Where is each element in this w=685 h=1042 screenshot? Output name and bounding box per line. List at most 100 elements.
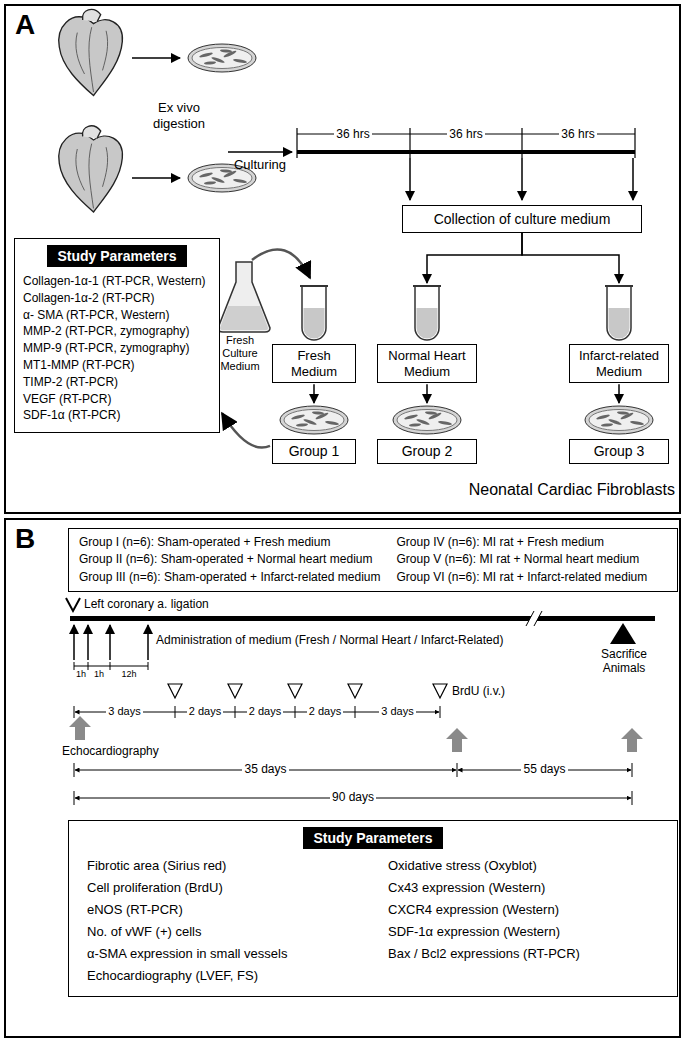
text-label: 2 days [307,705,343,718]
label-box: Group 1 [272,439,356,464]
label-slot: Ex vivo digestion [136,100,222,131]
text-label: 36 hrs [447,127,484,141]
label-slot: 35 days [236,762,296,776]
panel-letter: A [15,9,35,41]
label-slot: 90 days [323,790,383,804]
parameter-box: Study ParametersCollagen-1α-1 (RT-PCR, W… [14,238,220,433]
text-label: 3 days [106,705,142,718]
label-slot: 2 days [240,705,290,718]
text-label: 1h [71,669,91,680]
medium-tube: Fresh Medium [272,284,356,383]
test-tube [299,284,329,342]
parameter-item: MMP-9 (RT-PCR, zymography) [23,340,211,357]
box-text: Group 2 [382,443,472,460]
label-slot: 1h [89,669,109,680]
label-slot: 36 hrs [548,127,608,141]
box-text: Group 1 [277,443,351,460]
parameter-item: Bax / Bcl2 expressions (RT-PCR) [388,943,669,965]
text-label: 1h [89,669,109,680]
petri-dish [581,404,657,436]
parameter-item: Cx43 expression (Western) [388,877,669,899]
label-slot: 36 hrs [436,127,496,141]
label-slot: 12h [114,669,144,680]
group-item: Group V (n=6): MI rat + Normal heart med… [396,551,667,568]
text-label: 36 hrs [334,127,371,141]
label-slot: Sacrifice Animals [584,647,664,676]
parameter-list: Collagen-1α-1 (RT-PCR, Western)Collagen-… [23,273,211,424]
connector [427,233,522,283]
label-slot: 2 days [180,705,230,718]
text-label: 90 days [330,790,376,804]
text-label: 35 days [242,762,288,776]
parameter-item: Collagen-1α-2 (RT-PCR) [23,290,211,307]
parameter-list: Fibrotic area (Sirius red)Cell prolifera… [77,855,669,988]
text-label: Echocardiography [62,744,182,758]
label-slot: Administration of medium (Fresh / Normal… [156,633,586,647]
label-slot: 2 days [300,705,350,718]
label-box: Group 3 [569,439,669,464]
culture-group: Group 2 [377,404,477,464]
group-item: Group III (n=6): Sham-operated + Infarct… [79,569,380,586]
parameter-item: eNOS (RT-PCR) [87,899,368,921]
parameter-item: TIMP-2 (RT-PCR) [23,374,211,391]
label-box: Normal Heart Medium [377,344,477,383]
label-slot: 55 days [515,762,575,776]
connector [222,413,270,447]
parameter-box: Study ParametersFibrotic area (Sirius re… [68,820,678,997]
connector [618,384,620,403]
connector [313,384,315,403]
parameter-item: Collagen-1α-1 (RT-PCR, Western) [23,273,211,290]
label-slot: Culturing [226,157,294,173]
culture-group: Group 3 [569,404,669,464]
text-label: Ex vivo digestion [136,100,222,131]
text-label: BrdU (i.v.) [452,684,542,698]
panel-frame: B Group I (n=6): Sham-operated + Fresh me… [4,518,681,1038]
parameter-item: Fibrotic area (Sirius red) [87,855,368,877]
box-text: Group 3 [574,443,664,460]
parameter-item: Cell proliferation (BrdU) [87,877,368,899]
label-box: Infarct-related Medium [569,344,669,383]
text-label: Administration of medium (Fresh / Normal… [156,633,586,647]
group-box: Group I (n=6): Sham-operated + Fresh med… [68,528,678,592]
group-item: Group II (n=6): Sham-operated + Normal h… [79,551,380,568]
parameter-item: MT1-MMP (RT-PCR) [23,357,211,374]
list-heading: Study Parameters [303,827,442,849]
parameter-item: CXCR4 expression (Western) [388,899,669,921]
panel-frame: A Collection of culture mediumStudy Param… [4,4,681,514]
test-tube [412,284,442,342]
text-label: 2 days [247,705,283,718]
list-heading: Study Parameters [47,245,186,267]
panel-letter: B [15,523,35,555]
petri-dish [276,404,352,436]
label-slot: BrdU (i.v.) [452,684,542,698]
text-label: Culturing [226,157,294,173]
medium-tube: Normal Heart Medium [377,284,477,383]
label-slot: Fresh Culture Medium [208,334,272,374]
box-text: Collection of culture medium [409,211,635,227]
label-slot: 1h [71,669,91,680]
parameter-item: Echocardiography (LVEF, FS) [87,965,368,987]
group-item: Group VI (n=6): MI rat + Infarct-related… [396,569,667,586]
connector [426,384,428,403]
culture-group: Group 1 [272,404,356,464]
text-label: Left coronary a. ligation [84,597,334,611]
connector [522,233,619,283]
parameter-item: Oxidative stress (Oxyblot) [388,855,669,877]
label-slot: Left coronary a. ligation [84,597,334,611]
label-slot: Neonatal Cardiac Fibroblasts [420,480,675,499]
label-slot: Echocardiography [62,744,182,758]
label-slot: 3 days [373,705,423,718]
parameter-item: SDF-1α (RT-PCR) [23,407,211,424]
text-label: 12h [114,669,144,680]
box-text: Infarct-related Medium [574,348,664,379]
parameter-item: α-SMA expression in small vessels [87,943,368,965]
text-label: 55 days [521,762,567,776]
text-label: Neonatal Cardiac Fibroblasts [420,480,675,499]
parameter-item: α- SMA (RT-PCR, Western) [23,307,211,324]
process-box: Collection of culture medium [402,205,642,233]
label-slot: 36 hrs [323,127,383,141]
text-label: 36 hrs [559,127,596,141]
text-label: 3 days [379,705,415,718]
group-item: Group IV (n=6): MI rat + Fresh medium [396,534,667,551]
petri-dish [389,404,465,436]
